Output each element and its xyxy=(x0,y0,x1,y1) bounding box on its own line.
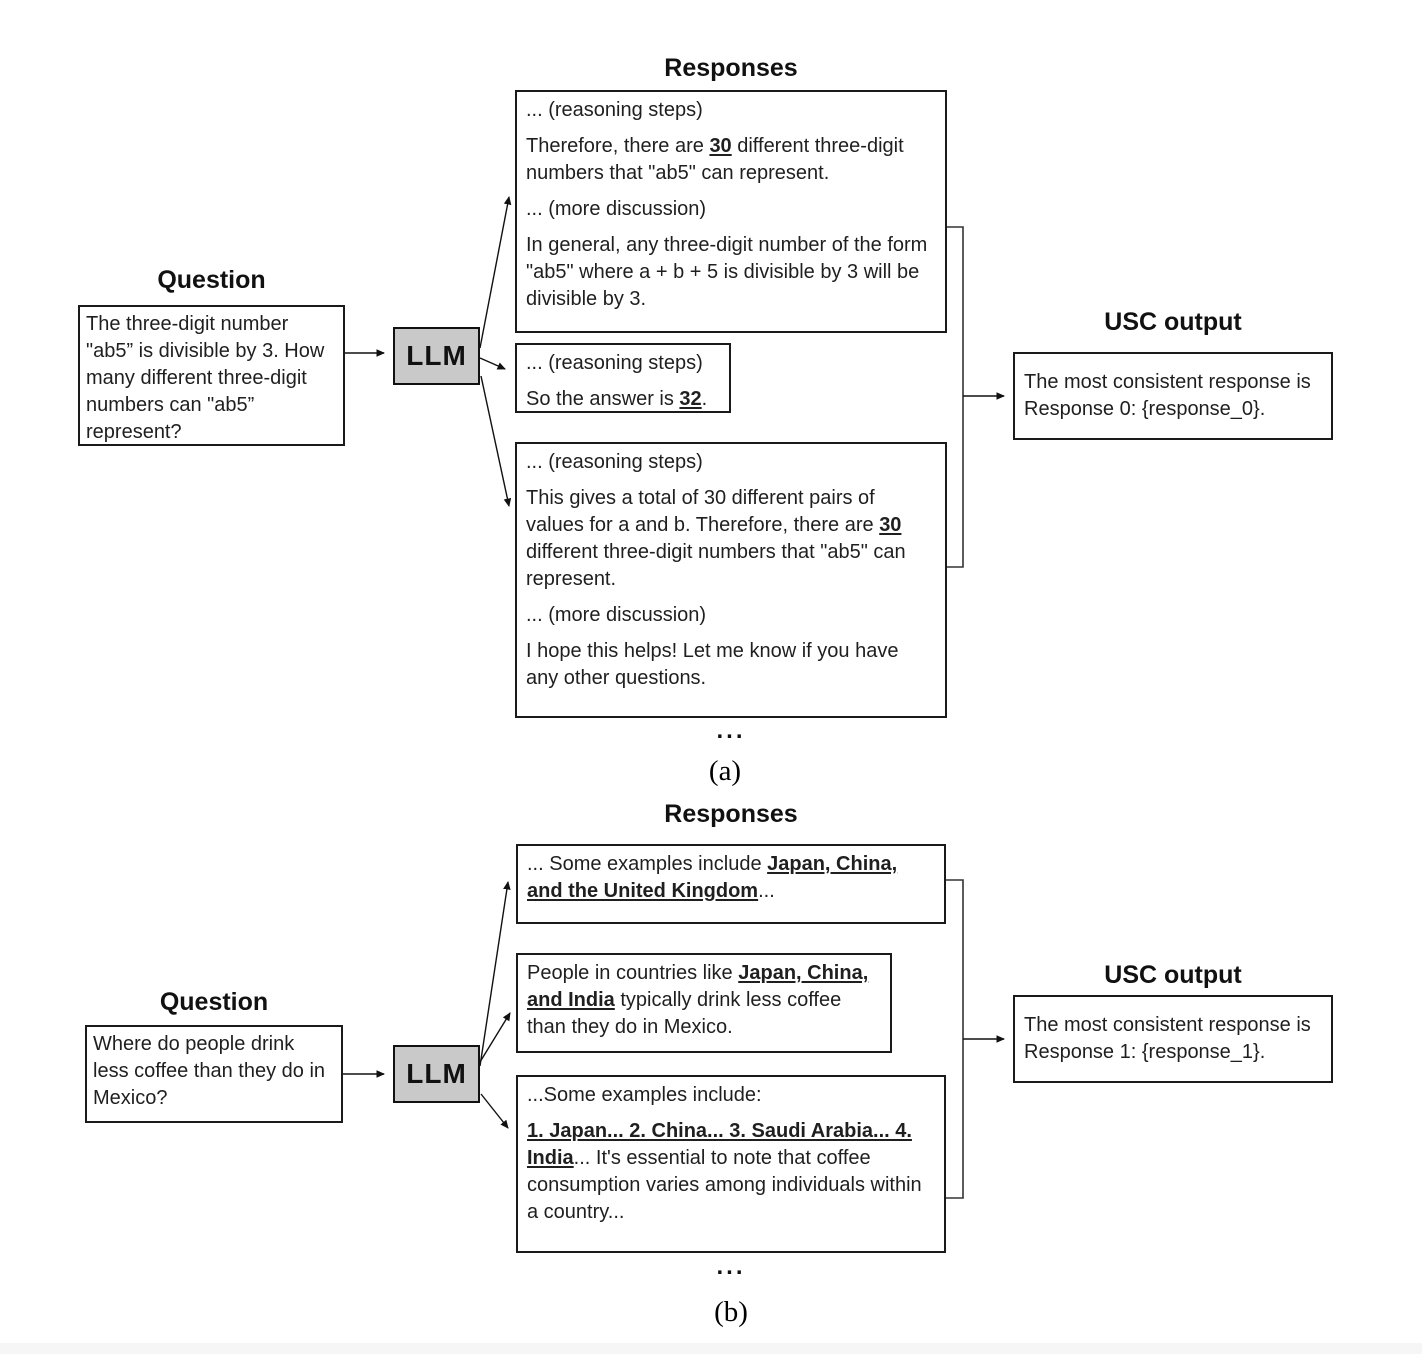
responses-heading: Responses xyxy=(664,54,798,82)
question-heading: Question xyxy=(157,266,266,294)
arrow-llm-to-response1-a xyxy=(479,196,512,349)
arrow-llm-to-response2-a xyxy=(479,357,506,370)
subfigure-caption-b: (b) xyxy=(714,1296,748,1328)
usc-output-heading: USC output xyxy=(1104,308,1242,336)
response-box-2: People in countries like Japan, China, a… xyxy=(516,953,892,1053)
response-box-1: ... (reasoning steps)Therefore, there ar… xyxy=(515,90,947,333)
response-box-1: ... Some examples include Japan, China, … xyxy=(516,844,946,924)
more-responses-ellipsis: ... xyxy=(716,1253,746,1280)
arrow-llm-to-response2-b xyxy=(479,1012,511,1063)
response-box-3: ...Some examples include:1. Japan... 2. … xyxy=(516,1075,946,1253)
responses-bracket-b xyxy=(946,879,964,1199)
responses-heading: Responses xyxy=(664,800,798,828)
usc-output-box: The most consistent response is Response… xyxy=(1013,352,1333,440)
question-heading: Question xyxy=(159,988,269,1016)
usc-output-box: The most consistent response is Response… xyxy=(1013,995,1333,1083)
more-responses-ellipsis: ... xyxy=(716,717,746,744)
bottom-strip xyxy=(0,1343,1422,1354)
usc-output-heading: USC output xyxy=(1104,961,1242,989)
question-box: The three-digit number "ab5” is divisibl… xyxy=(78,305,345,446)
llm-box: LLM xyxy=(393,327,480,385)
response-box-2: ... (reasoning steps)So the answer is 32… xyxy=(515,343,731,413)
usc-output-text: The most consistent response is Response… xyxy=(1024,1014,1311,1063)
arrow-llm-to-response3-a xyxy=(480,375,512,507)
arrow-llm-to-response3-b xyxy=(480,1093,509,1129)
response-box-3: ... (reasoning steps)This gives a total … xyxy=(515,442,947,718)
arrow-llm-to-response1-b xyxy=(479,881,511,1067)
question-box: Where do people drink less coffee than t… xyxy=(85,1025,343,1123)
responses-bracket-a xyxy=(947,226,964,568)
usc-output-text: The most consistent response is Response… xyxy=(1024,371,1311,420)
subfigure-caption-a: (a) xyxy=(708,755,742,787)
llm-box: LLM xyxy=(393,1045,480,1103)
